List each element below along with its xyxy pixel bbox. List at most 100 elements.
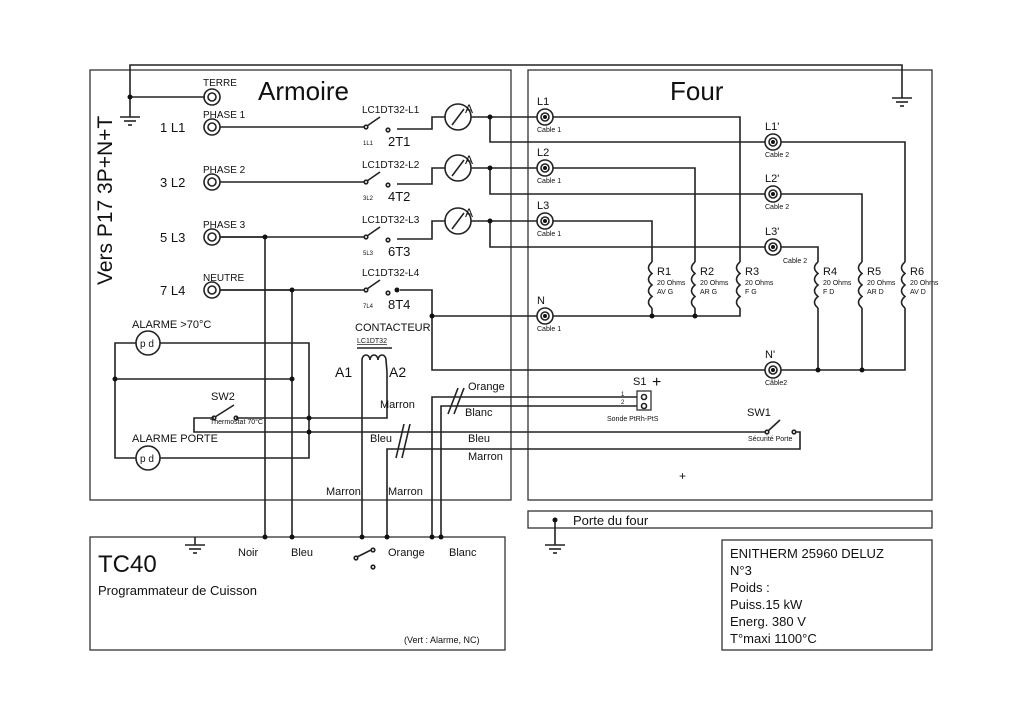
four-title: Four [670,76,724,106]
resistor-name: R2 [700,266,714,278]
contact-out-label: 6T3 [388,244,410,259]
four-terminal [536,159,554,177]
contact-in-label: 1L1 [363,141,374,147]
tc40-note: (Vert : Alarme, NC) [404,635,480,645]
input-terminal [203,281,221,299]
contact-out-wire [397,220,445,240]
contact-in-label: 5L3 [363,251,374,257]
terminal-inner [540,112,550,122]
resistor-name: R5 [867,266,881,278]
terminal-center [771,368,775,372]
resistor-icon [735,261,742,309]
terminal-inner [540,216,550,226]
svg-text:p d: p d [140,454,154,465]
contact-switch-icon [363,279,391,296]
ground-icon [185,537,205,554]
alarm-door-label: ALARME PORTE [132,433,218,445]
resistor-icon [900,261,907,309]
pin2: 2 [621,400,625,406]
tc40-box [89,536,506,651]
resistor-value: 20 Ohms [823,280,852,287]
contactor-ref: LC1DT32 [357,338,387,345]
resistor-position: F D [823,289,834,296]
resistor-value: 20 Ohms [745,280,774,287]
terminal-ring [203,281,221,299]
tc40-title: TC40 [98,551,157,578]
input-terminal [203,173,221,191]
contact-pin [363,124,369,130]
contact-blade [366,116,381,127]
contact-pin [385,182,391,188]
terminal-center [543,115,547,119]
resistor-value: 20 Ohms [867,280,896,287]
nameplate-line: N°3 [730,563,752,578]
input-name-label: PHASE 1 [203,110,246,121]
contact-switch-icon [363,226,391,243]
four-terminal-label: L1' [765,121,779,133]
alarm-door-lamp: p d [135,445,161,471]
four-terminal-label: N [537,295,545,307]
cable-label: Cable 2 [765,204,789,211]
terminal-ring [536,307,554,325]
wire-label-blanc: Blanc [465,407,493,419]
door-label: Porte du four [573,513,649,528]
wire-label-bleu: Bleu [370,433,392,445]
four-box [527,69,933,501]
wire-label-marron-3: Marron [326,486,361,498]
terminal-center [543,166,547,170]
input-number-label: 3 L2 [160,175,185,190]
s1-label: S1 [633,376,646,388]
sw2-label: SW2 [211,391,235,403]
terminal-ring [764,133,782,151]
resistor-name: R3 [745,266,759,278]
terminal-inner [540,163,550,173]
contact-in-label: 7L4 [363,304,374,310]
tc40-orange: Orange [388,547,425,559]
tc40-blanc: Blanc [449,547,477,559]
contact-pin [385,290,391,296]
contact-pin [363,287,369,293]
wire-label-bleu-2: Bleu [468,433,490,445]
terminal-inner [768,242,778,252]
contact-label: LC1DT32-L2 [362,160,420,171]
contact-out-label: 8T4 [388,297,410,312]
four-terminal-label: L3' [765,226,779,238]
contact-pin [385,237,391,243]
ammeter-label: A [465,206,473,220]
contact-pin [363,234,369,240]
terminal-ring [764,238,782,256]
resistor-name: R1 [657,266,671,278]
armoire-title: Armoire [258,76,349,106]
contact-blade [366,226,381,237]
ammeter-needle [451,159,465,177]
wire-label-orange: Orange [468,381,505,393]
wire-label-marron-4: Marron [388,486,423,498]
input-terminal [203,228,221,246]
alarm-temp-lamp: p d [135,330,161,356]
terre-terminal [203,88,221,106]
sw1-switch-icon [764,419,797,435]
contact-out-wire [397,116,445,130]
resistor-position: AV G [657,289,673,296]
earth-wiring [120,64,912,126]
supply-label: Vers P17 3P+N+T [94,116,117,285]
input-number-label: 1 L1 [160,120,185,135]
sonde-label: Sonde PtRh-PtS [607,416,659,423]
four-terminal-label: L3 [537,200,549,212]
a2-label: A2 [389,364,406,380]
resistor-position: AR G [700,289,717,296]
resistor-value: 20 Ohms [910,280,939,287]
contact-out-label: 2T1 [388,134,410,149]
nameplate-box [721,539,933,651]
tc40-noir: Noir [238,547,259,559]
cable-label: Cable 1 [537,231,561,238]
input-number-label: 5 L3 [160,230,185,245]
plus-mark: + [679,469,686,483]
nameplate-line: Puiss.15 kW [730,597,803,612]
resistor-value: 20 Ohms [657,280,686,287]
terminal-inner [207,122,217,132]
contactor-title: CONTACTEUR [355,322,431,334]
input-name-label: PHASE 2 [203,165,246,176]
input-terminal [203,118,221,136]
